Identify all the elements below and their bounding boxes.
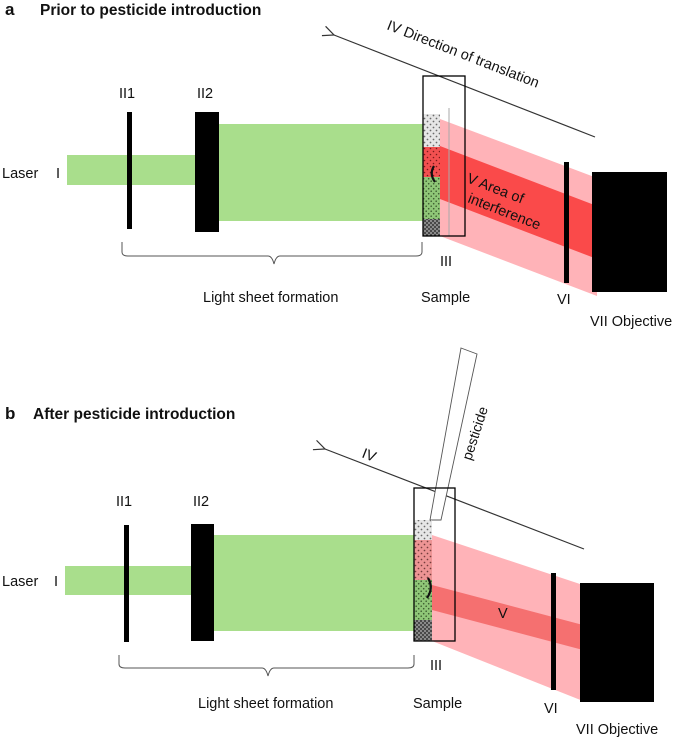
sample-sediment-b bbox=[414, 620, 432, 641]
sample-red-region bbox=[423, 147, 440, 177]
element-ii1-b bbox=[124, 525, 129, 642]
laser-label-b: Laser bbox=[2, 574, 38, 590]
iii-label: III bbox=[440, 254, 452, 270]
translation-label-b: IV bbox=[360, 446, 379, 466]
ii1-label-b: II1 bbox=[116, 494, 132, 510]
sample-green-region bbox=[423, 177, 440, 219]
objective-label: VII Objective bbox=[590, 314, 672, 330]
sample-label: Sample bbox=[421, 290, 470, 306]
laser-label: Laser bbox=[2, 166, 38, 182]
light-sheet-beam-b bbox=[212, 535, 414, 631]
laser-numeral: I bbox=[56, 166, 60, 182]
sample-label-b: Sample bbox=[413, 696, 462, 712]
objective-block bbox=[592, 172, 667, 292]
iii-label-b: III bbox=[430, 658, 442, 674]
light-sheet-label: Light sheet formation bbox=[203, 290, 338, 306]
vi-label-b: VI bbox=[544, 701, 558, 717]
translation-label: IV Direction of translation bbox=[385, 18, 542, 92]
laser-numeral-b: I bbox=[54, 574, 58, 590]
panel-b-title: After pesticide introduction bbox=[33, 406, 235, 423]
light-sheet-brace-b bbox=[118, 655, 415, 677]
pesticide-pipette bbox=[429, 347, 478, 521]
panel-b-letter: b bbox=[5, 404, 15, 423]
objective-block-b bbox=[580, 583, 654, 702]
ii2-label-b: II2 bbox=[193, 494, 209, 510]
light-sheet-brace bbox=[121, 242, 423, 265]
panel-a-title: Prior to pesticide introduction bbox=[40, 2, 261, 19]
panel-a: a Prior to pesticide introduction IV Dir… bbox=[2, 0, 672, 330]
ii2-label: II2 bbox=[197, 86, 213, 102]
sample-sediment bbox=[423, 219, 440, 236]
interference-label-b: V bbox=[498, 606, 508, 622]
sample-cuvette-b bbox=[413, 487, 456, 642]
panel-b: b After pesticide introduction IV pestic… bbox=[2, 347, 658, 738]
interference-area bbox=[440, 146, 597, 259]
objective-label-b: VII Objective bbox=[576, 722, 658, 738]
element-vi-b bbox=[551, 573, 556, 690]
ii1-label: II1 bbox=[119, 86, 135, 102]
element-ii2-b bbox=[191, 524, 214, 641]
sample-cuvette bbox=[422, 75, 466, 237]
panel-a-letter: a bbox=[5, 0, 15, 19]
light-sheet-beam bbox=[218, 124, 423, 221]
specimen-mark-b bbox=[426, 577, 432, 599]
element-ii1 bbox=[127, 112, 132, 229]
sample-red-region-b bbox=[414, 540, 432, 580]
element-ii2 bbox=[195, 112, 219, 232]
vi-label: VI bbox=[557, 292, 571, 308]
light-sheet-label-b: Light sheet formation bbox=[198, 696, 333, 712]
specimen-mark bbox=[430, 165, 436, 183]
element-vi bbox=[564, 162, 569, 283]
interference-area-b bbox=[432, 585, 583, 650]
sample-green-region-b bbox=[414, 580, 432, 620]
